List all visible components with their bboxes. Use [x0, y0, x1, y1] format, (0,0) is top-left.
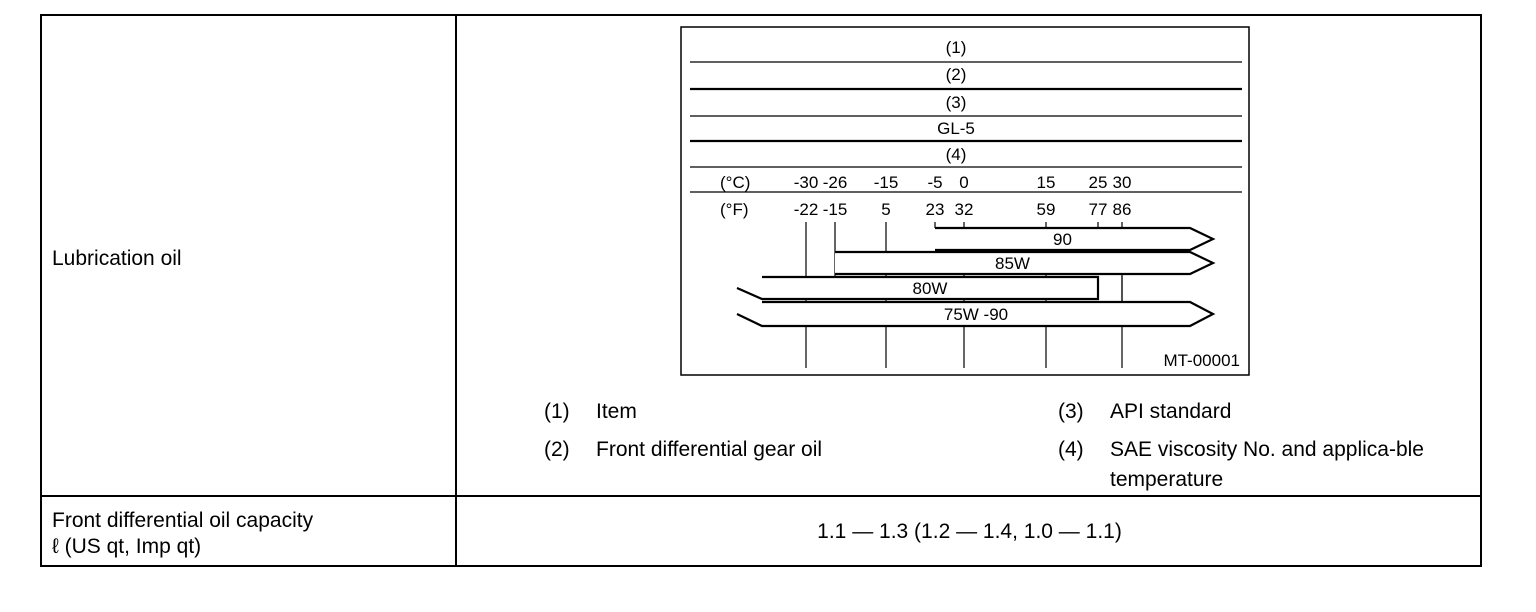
row-label-sae: (4): [946, 145, 967, 164]
viscosity-bar: [736, 275, 1100, 301]
column-divider: [455, 16, 457, 565]
celsius-unit-label: (°C): [720, 173, 750, 192]
legend-text: API standard: [1110, 400, 1232, 423]
legend-text: Front differential gear oil: [596, 438, 823, 461]
legend-number: (4): [1058, 438, 1084, 461]
celsius-tick-label: 15: [1037, 173, 1056, 192]
viscosity-bar-label: 85W: [995, 254, 1030, 273]
celsius-tick-label: -15: [874, 173, 899, 192]
fahrenheit-tick-label: 32: [955, 200, 974, 219]
viscosity-bar: [935, 226, 1216, 252]
viscosity-bar-label: 80W: [913, 279, 948, 298]
fahrenheit-tick-label: 59: [1037, 200, 1056, 219]
fahrenheit-tick-label: 77: [1089, 200, 1108, 219]
row-label-item: (1): [946, 38, 967, 57]
legend-number: (2): [544, 438, 570, 461]
oil-capacity-label-line2: ℓ (US qt, Imp qt): [52, 535, 202, 558]
temperature-axis: -30 -22-26 -15 -15 5 -5 23 0 32 15 59 25 77 30 86: [794, 173, 1132, 368]
legend-text: SAE viscosity No. and applica-ble temper…: [1110, 438, 1424, 491]
oil-capacity-label: Front differential oil capacity ℓ (US qt…: [52, 508, 313, 560]
lubrication-oil-label: Lubrication oil: [52, 247, 182, 270]
figure-code: MT-00001: [1163, 351, 1240, 370]
viscosity-bars: 90 85W 80W 75W -90: [736, 226, 1216, 328]
celsius-tick-label: -26: [823, 173, 848, 192]
fahrenheit-tick-label: -22: [794, 200, 819, 219]
celsius-tick-label: -30: [794, 173, 819, 192]
api-grade: GL-5: [937, 119, 975, 138]
legend-number: (3): [1058, 400, 1084, 423]
celsius-tick-label: 25: [1089, 173, 1108, 192]
oil-capacity-label-line1: Front differential oil capacity: [52, 509, 314, 532]
fahrenheit-tick-label: 86: [1113, 200, 1132, 219]
fahrenheit-tick-label: -15: [823, 200, 848, 219]
celsius-tick-label: -5: [927, 173, 942, 192]
legend-number: (1): [544, 400, 570, 423]
legend-text: Item: [596, 400, 637, 423]
viscosity-bar-label: 75W -90: [944, 305, 1008, 324]
fahrenheit-unit-label: (°F): [720, 200, 749, 219]
spec-table: Lubrication oil Front differential oil c…: [40, 14, 1482, 567]
viscosity-bar-label: 90: [1053, 230, 1072, 249]
row-label-api: (3): [946, 93, 967, 112]
fahrenheit-tick-label: 5: [881, 200, 890, 219]
row-label-gear-oil: (2): [946, 65, 967, 84]
viscosity-bar: [736, 300, 1216, 328]
fahrenheit-tick-label: 23: [926, 200, 945, 219]
viscosity-bar: [835, 250, 1216, 276]
oil-capacity-value: 1.1 — 1.3 (1.2 — 1.4, 1.0 — 1.1): [817, 520, 1122, 543]
celsius-tick-label: 0: [959, 173, 968, 192]
row-divider: [42, 495, 1480, 497]
celsius-tick-label: 30: [1113, 173, 1132, 192]
oil-viscosity-diagram: (1) (2) (3) GL-5 (4) (°C) (°F) -30 -22-26…: [680, 26, 1250, 376]
